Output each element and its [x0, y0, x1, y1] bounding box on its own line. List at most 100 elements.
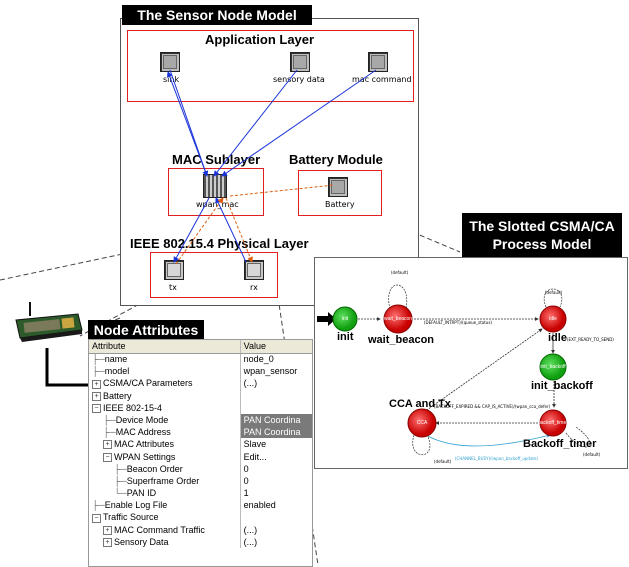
wait-beacon-label: wait_beacon: [368, 334, 435, 346]
tree-branch-icon: ├─: [103, 415, 116, 426]
expand-icon[interactable]: +: [92, 379, 101, 389]
expand-icon[interactable]: +: [103, 537, 112, 547]
attribute-row[interactable]: ├─model wpan_sensor: [89, 365, 312, 378]
attribute-row[interactable]: +MAC Command Traffic(...): [89, 523, 312, 536]
attribute-label: IEEE 802-15-4: [103, 402, 163, 413]
attribute-value[interactable]: PAN Coordina: [240, 426, 312, 439]
attribute-row[interactable]: ├─Device Mode PAN Coordina: [89, 413, 312, 427]
sensory-data-label: sensory data: [273, 75, 325, 84]
attribute-value[interactable]: node_0: [243, 354, 274, 365]
sink-node[interactable]: [160, 52, 180, 72]
state-idle[interactable]: [539, 305, 567, 333]
init-label: init: [337, 331, 354, 343]
process-model-panel: [314, 257, 628, 469]
tx-node[interactable]: [164, 260, 184, 280]
attribute-label: CSMA/CA Parameters: [103, 378, 193, 389]
battery-node[interactable]: [328, 177, 348, 197]
process-model-title-line1: The Slotted CSMA/CA: [469, 218, 615, 234]
application-layer-box: [127, 30, 414, 102]
attribute-label: WPAN Settings: [114, 451, 176, 462]
attribute-label: Device Mode: [115, 415, 169, 426]
tree-branch-icon: ├─: [103, 427, 116, 438]
process-model-title-line2: Process Model: [492, 236, 592, 252]
transition-default-3: (default): [434, 459, 452, 464]
attribute-label: Sensory Data: [114, 536, 169, 547]
init-backoff-inner-label: init_backoff: [540, 364, 566, 370]
attribute-row[interactable]: ├─Beacon Order 0: [89, 462, 312, 475]
attribute-label: Battery: [103, 390, 132, 401]
state-cca[interactable]: [407, 408, 437, 438]
physical-layer-label: IEEE 802.15.4 Physical Layer: [130, 236, 309, 251]
attribute-value[interactable]: Slave: [243, 439, 267, 450]
attribute-row[interactable]: −WPAN Settings Edit...: [89, 450, 312, 463]
attribute-label: name: [104, 354, 128, 365]
state-init[interactable]: [332, 306, 358, 332]
attribute-value[interactable]: 1: [243, 488, 249, 499]
transition-default-1: (default): [391, 270, 409, 275]
expand-icon[interactable]: +: [92, 391, 101, 401]
init-inner-label: init: [341, 316, 349, 322]
transition-ready: (EXT_READY_TO_SEND): [567, 337, 614, 342]
tree-branch-icon: └─: [114, 488, 127, 499]
attribute-value[interactable]: [240, 402, 312, 414]
attribute-value[interactable]: 0: [243, 463, 249, 474]
backoff-timer-label: Backoff_timer: [523, 438, 597, 450]
collapse-icon[interactable]: −: [92, 403, 101, 413]
mac-command-label: mac command: [352, 75, 412, 84]
attribute-label: Beacon Order: [126, 463, 183, 474]
cca-inner-label: CCA: [416, 420, 428, 426]
expand-icon[interactable]: +: [103, 440, 112, 450]
attribute-row[interactable]: +Battery: [89, 389, 312, 402]
state-init-backoff[interactable]: [539, 353, 567, 381]
attribute-value[interactable]: enabled: [243, 500, 276, 511]
tree-branch-icon: ├─: [114, 475, 127, 486]
attribute-row[interactable]: +CSMA/CA Parameters (...): [89, 377, 312, 390]
tree-branch-icon: ├─: [92, 366, 105, 377]
process-model-title: The Slotted CSMA/CA Process Model: [462, 213, 622, 259]
transition-busy: (CHANNEL_BUSY)/(wpan_backoff_update): [455, 456, 538, 461]
backoff-timer-inner-label: backoff_timer: [538, 420, 568, 426]
attribute-value[interactable]: (...): [243, 524, 258, 535]
attribute-value[interactable]: (...): [243, 536, 258, 547]
attribute-label: model: [104, 366, 130, 377]
collapse-icon[interactable]: −: [92, 513, 101, 523]
mac-command-node[interactable]: [368, 52, 388, 72]
sensor-device-icon: [15, 302, 83, 342]
attribute-value[interactable]: Edit...: [243, 451, 267, 462]
expand-icon[interactable]: +: [103, 525, 112, 535]
attribute-value[interactable]: PAN Coordina: [240, 413, 312, 427]
attribute-value[interactable]: [240, 511, 312, 523]
battery-label: Battery: [325, 200, 355, 209]
attribute-row[interactable]: −IEEE 802-15-4: [89, 401, 312, 414]
idle-label: idle: [548, 332, 567, 344]
transition-beacon: (DEFAULT_INTRPT)/(queue_status): [424, 320, 492, 325]
attribute-value[interactable]: [240, 390, 312, 402]
attribute-value[interactable]: wpan_sensor: [243, 366, 298, 377]
value-column-header[interactable]: Value: [240, 340, 312, 354]
collapse-icon[interactable]: −: [103, 452, 112, 462]
physical-layer-box: [150, 252, 278, 298]
attribute-row[interactable]: −Traffic Source: [89, 511, 312, 524]
mac-sublayer-label: MAC Sublayer: [172, 152, 261, 167]
attribute-column-header[interactable]: Attribute: [89, 340, 241, 354]
sensory-data-node[interactable]: [290, 52, 310, 72]
attribute-value[interactable]: 0: [243, 475, 249, 486]
tree-branch-icon: ├─: [114, 463, 127, 474]
sensor-device-image: [12, 300, 84, 346]
battery-module-box: [298, 170, 382, 216]
state-wait-beacon[interactable]: [383, 304, 413, 334]
state-backoff-timer[interactable]: [539, 409, 567, 437]
rx-node[interactable]: [244, 260, 264, 280]
attribute-value[interactable]: (...): [243, 378, 258, 389]
attribute-row[interactable]: +Sensory Data (...): [89, 535, 312, 548]
wpan-mac-node[interactable]: [203, 174, 227, 198]
